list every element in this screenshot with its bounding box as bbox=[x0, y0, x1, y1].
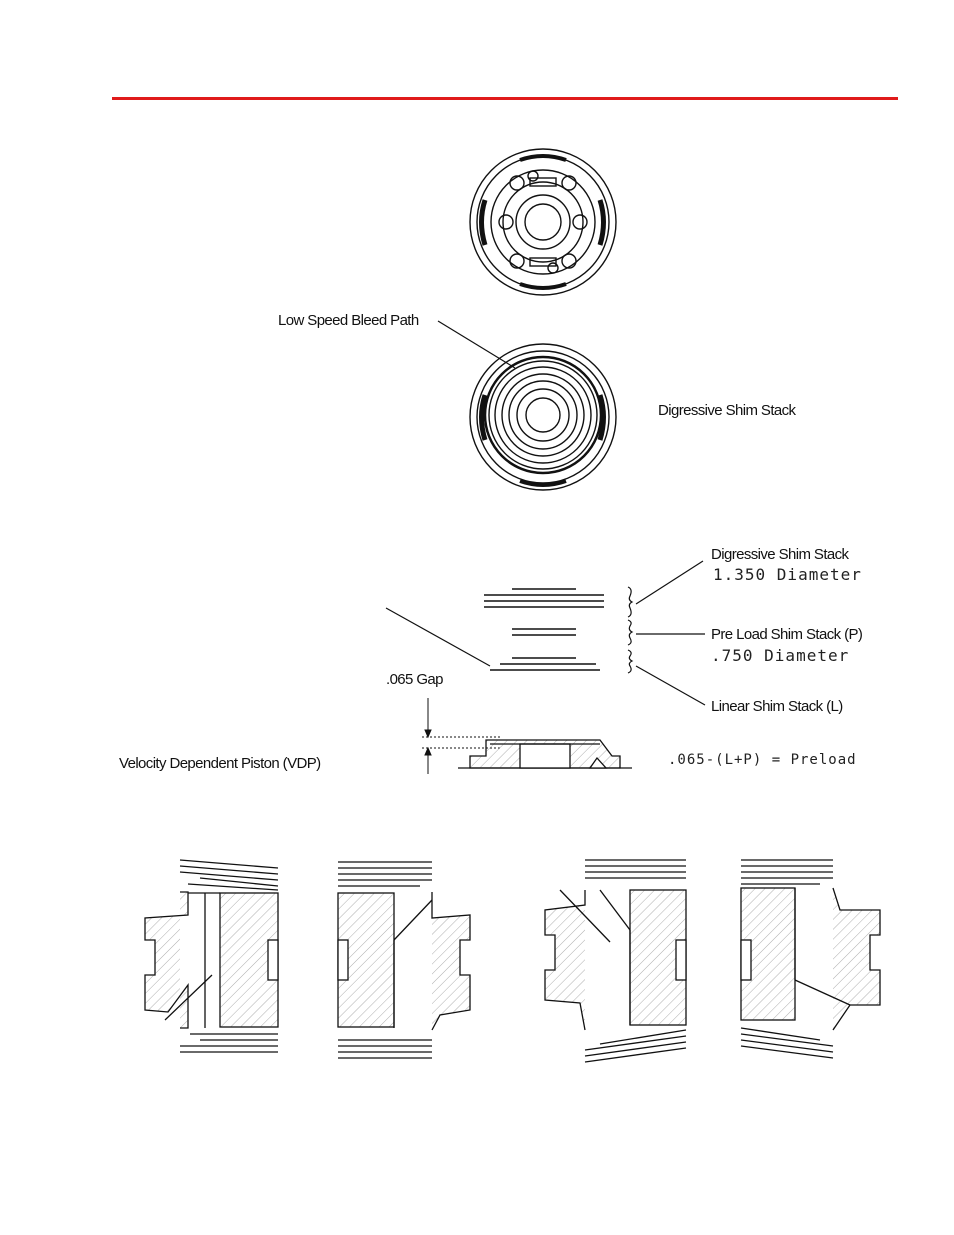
label-digressive-diameter: 1.350 Diameter bbox=[713, 565, 862, 584]
section-view-4 bbox=[741, 860, 880, 1058]
section-view-1 bbox=[145, 860, 278, 1052]
leader-lines bbox=[386, 321, 705, 705]
piston-face-top bbox=[470, 149, 616, 295]
piston-face-shims bbox=[470, 344, 616, 490]
section-view-2 bbox=[338, 862, 470, 1058]
section-view-3 bbox=[545, 860, 686, 1062]
vdp-section bbox=[458, 740, 632, 768]
label-low-speed-bleed: Low Speed Bleed Path bbox=[278, 312, 419, 329]
label-digressive-shim-stack: Digressive Shim Stack bbox=[711, 546, 848, 563]
label-linear-shim-stack: Linear Shim Stack (L) bbox=[711, 698, 843, 715]
shim-stack-side bbox=[484, 589, 604, 670]
label-preload-shim-stack: Pre Load Shim Stack (P) bbox=[711, 626, 862, 643]
label-preload-diameter: .750 Diameter bbox=[711, 646, 849, 665]
label-preload-formula: .065-(L+P) = Preload bbox=[668, 752, 857, 768]
label-gap: .065 Gap bbox=[386, 671, 443, 688]
label-digressive-shim-stack-top: Digressive Shim Stack bbox=[658, 402, 795, 419]
label-vdp: Velocity Dependent Piston (VDP) bbox=[119, 755, 321, 772]
braces bbox=[628, 587, 632, 673]
